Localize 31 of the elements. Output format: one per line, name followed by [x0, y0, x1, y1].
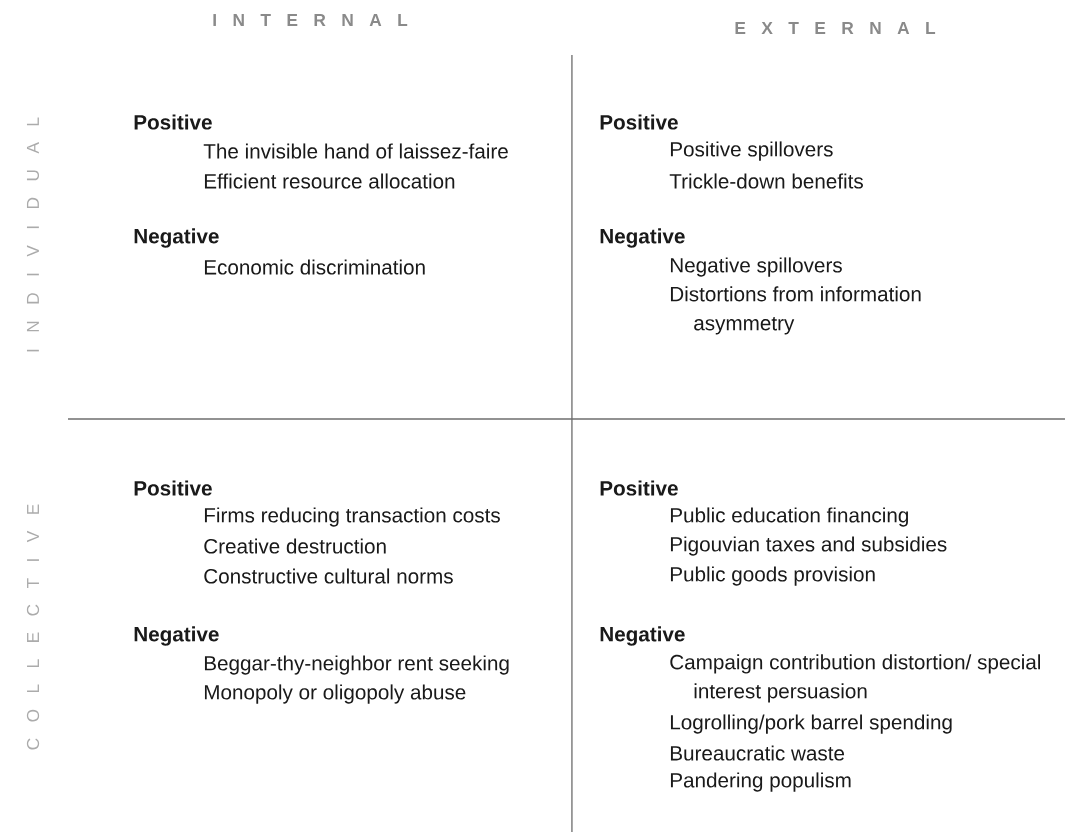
category-heading: Negative [600, 626, 685, 646]
list-item: Firms reducing transaction costs [204, 507, 500, 527]
list-item: Creative destruction [204, 538, 386, 554]
list-item: Constructive cultural norms [204, 568, 453, 584]
list-item: Pigouvian taxes and subsidies [670, 536, 947, 556]
category-heading: Negative [134, 626, 219, 646]
list-item: Monopoly or oligopoly abuse [204, 684, 466, 704]
category-heading: Negative [600, 228, 685, 248]
list-item: Negative spillovers [670, 257, 842, 277]
list-item: Distortions from information asymmetry [670, 286, 921, 335]
list-item: Logrolling/pork barrel spending [670, 714, 952, 734]
list-item: Beggar-thy-neighbor rent seeking [204, 655, 509, 675]
category-heading: Positive [134, 114, 212, 130]
list-item: Trickle-down benefits [669, 173, 863, 189]
category-heading: Negative [134, 228, 219, 248]
category-heading: Positive [134, 480, 212, 496]
row-header: C O L L E C T I V E [26, 504, 40, 750]
list-item: Bureaucratic waste [670, 745, 845, 761]
list-item: Public goods provision [670, 566, 875, 586]
row-header: I N D I V I D U A L [26, 117, 40, 352]
column-header: E X T E R N A L [735, 22, 936, 34]
list-item: Economic discrimination [204, 259, 425, 275]
list-item: The invisible hand of laissez-faire [203, 143, 508, 159]
category-heading: Positive [600, 480, 678, 496]
column-header: I N T E R N A L [213, 14, 408, 26]
category-heading: Positive [600, 114, 678, 130]
list-item: Campaign contribution distortion/ special interest persuasion [670, 654, 1040, 703]
list-item: Positive spillovers [670, 141, 833, 161]
list-item: Pandering populism [670, 772, 851, 792]
list-item: Efficient resource allocation [204, 173, 455, 189]
list-item: Public education financing [670, 507, 908, 527]
